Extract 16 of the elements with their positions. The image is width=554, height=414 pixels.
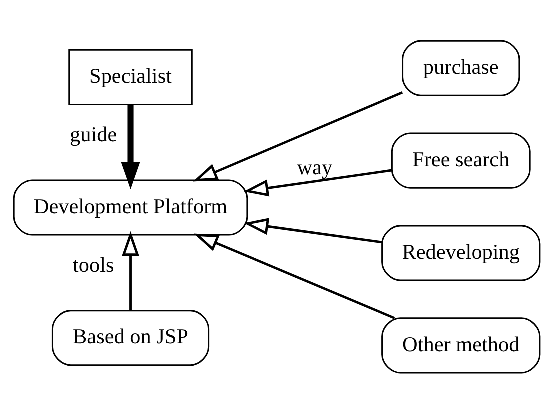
node-box: Development Platform (13, 180, 248, 236)
arrow (194, 234, 396, 320)
node-box: Redeveloping (382, 225, 541, 282)
node-box: Specialist (68, 49, 193, 106)
node-box: Other method (382, 318, 541, 374)
arrow (193, 92, 404, 182)
edge-label: way (297, 156, 333, 180)
edge-label: tools (72, 252, 114, 277)
arrow (244, 169, 392, 197)
arrow (121, 104, 140, 190)
arrow (122, 231, 140, 311)
arrow (244, 218, 382, 244)
node-box: Based on JSP (52, 310, 210, 366)
node-box: Free search (391, 132, 531, 189)
edge-label: guide (70, 122, 118, 147)
node-box: purchase (402, 40, 520, 96)
